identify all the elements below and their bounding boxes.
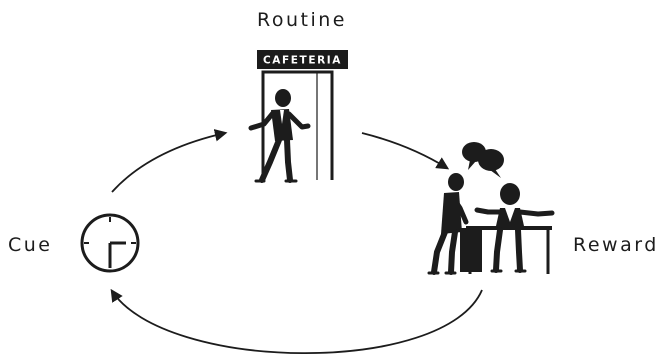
arrow-routine-to-reward xyxy=(362,133,447,168)
cafeteria-sign: CAFETERIA xyxy=(257,50,348,69)
routine-label: Routine xyxy=(257,9,347,31)
cue-label: Cue xyxy=(8,234,53,256)
people-chatting-at-table-icon xyxy=(429,142,552,274)
cafeteria-sign-text: CAFETERIA xyxy=(263,55,342,67)
person-walking-through-door-icon xyxy=(251,72,332,181)
reward-label: Reward xyxy=(573,234,659,256)
arrow-reward-to-cue xyxy=(112,290,482,353)
clock-icon xyxy=(82,215,138,271)
arrow-cue-to-routine xyxy=(112,133,225,192)
